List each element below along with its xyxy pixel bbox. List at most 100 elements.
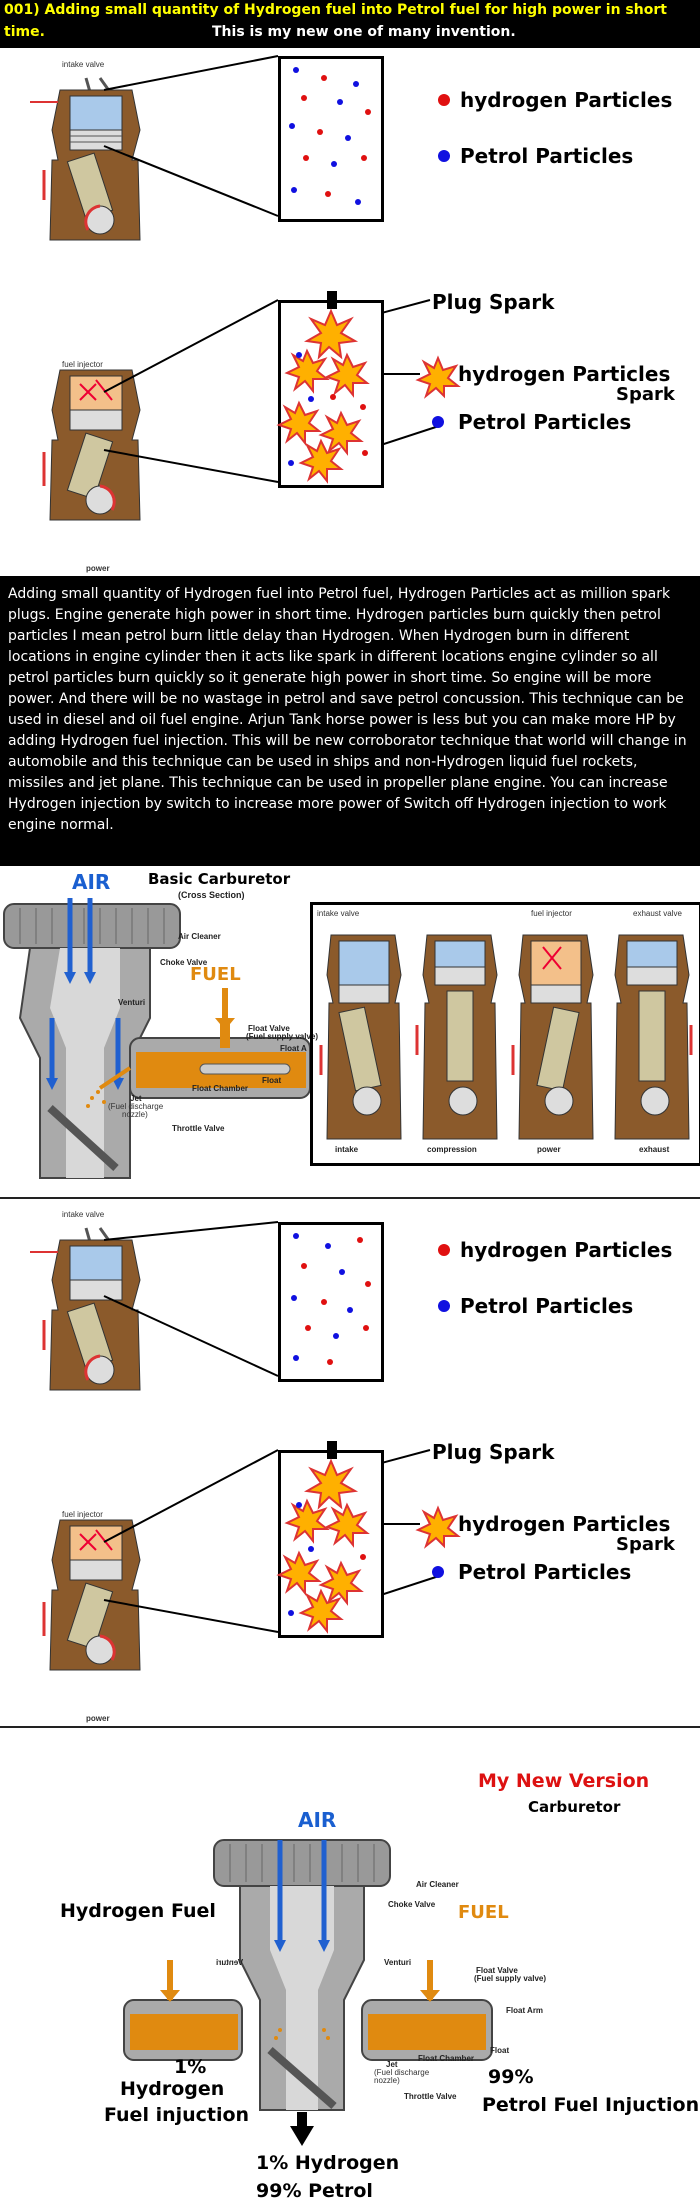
- choke-valve-label: Choke Valve: [160, 958, 208, 967]
- mix-petrol-label: 99% Petrol: [256, 2180, 373, 2202]
- engine-power-icon: [42, 369, 141, 521]
- air-label: AIR: [72, 870, 111, 894]
- nozzle-label: nozzle): [122, 1110, 148, 1119]
- hydrogen-fuel-label: Hydrogen Fuel: [60, 1900, 216, 1922]
- carburetor-subtitle: (Cross Section): [178, 890, 245, 900]
- venturi-label: Venturi: [118, 998, 146, 1007]
- new-carburetor-diagram: [123, 1839, 493, 2146]
- venturi-mirror-label: Venturi: [216, 1958, 244, 1967]
- zoom-lines: [103, 55, 279, 217]
- hydrogen-word: Hydrogen: [120, 2078, 225, 2100]
- carburetor-title: Basic Carburetor: [148, 870, 291, 888]
- spark-zoom-box-2: [276, 1441, 384, 1638]
- fuel-injector-label-2: fuel injector: [62, 1510, 103, 1519]
- spark-label-2: Spark: [616, 1534, 675, 1555]
- divider-2: [0, 1726, 700, 1728]
- divider: [0, 1197, 700, 1199]
- float-arm-label: Float A: [280, 1044, 307, 1053]
- petrol-dot-2: [432, 1566, 444, 1578]
- particle-zoom-box: [278, 56, 384, 222]
- intake-valve-label: intake valve: [62, 60, 105, 69]
- basic-carburetor-diagram: [3, 898, 311, 1179]
- venturi-label-2: Venturi: [384, 1958, 412, 1967]
- four-stroke-diagram: [319, 934, 693, 1140]
- float-label: Float: [262, 1076, 282, 1085]
- petrol-legend-label: Petrol Particles: [460, 144, 634, 168]
- spark-zoom-box: [276, 291, 384, 488]
- intake-valve-label-2: intake valve: [62, 1210, 105, 1219]
- float-arm-label-2: Float Arm: [506, 2006, 544, 2015]
- new-version-subtitle: Carburetor: [528, 1798, 621, 1816]
- panel-intake-diagram: intake valve hydrogen Particles Petrol P…: [0, 50, 700, 260]
- hydrogen-injection-label: Fuel injuction: [104, 2104, 250, 2126]
- choke-valve-label-2: Choke Valve: [388, 1900, 436, 1909]
- petrol-legend-dot: [438, 150, 450, 162]
- description-text: Adding small quantity of Hydrogen fuel i…: [8, 586, 687, 833]
- air-cleaner-label-2: Air Cleaner: [416, 1880, 459, 1889]
- hydrogen-legend-label: hydrogen Particles: [460, 88, 673, 112]
- panel-spark-diagram-2: fuel injector power Plug Spark hydrogen …: [0, 1430, 700, 1723]
- fuel-label: FUEL: [190, 964, 241, 985]
- petrol-particles-label-2: Petrol Particles: [458, 1560, 632, 1584]
- petrol-legend-dot-2: [438, 1300, 450, 1312]
- spark-label: Spark: [616, 384, 675, 405]
- jet-label-2: Jet: [386, 2060, 398, 2069]
- stroke-label-intake: intake: [335, 1145, 359, 1154]
- float-valve-label-2: Float Valve: [476, 1966, 518, 1975]
- fuel-supply-valve-label-2: (Fuel supply valve): [474, 1974, 547, 1983]
- spark-plug-icon-2: [327, 1441, 337, 1459]
- hydrogen-legend-dot: [438, 94, 450, 106]
- fuel-discharge-label: (Fuel discharge: [108, 1102, 164, 1111]
- petrol-dot: [432, 416, 444, 428]
- petrol-particles-label: Petrol Particles: [458, 410, 632, 434]
- throttle-valve-label-2: Throttle Valve: [404, 2092, 457, 2101]
- title-banner: 001) Adding small quantity of Hydrogen f…: [0, 0, 700, 48]
- title-tagline: This is my new one of many invention.: [212, 24, 516, 40]
- stroke-label-compression: compression: [427, 1145, 477, 1154]
- title-line-1: 001) Adding small quantity of Hydrogen f…: [4, 2, 667, 18]
- throttle-valve-label: Throttle Valve: [172, 1124, 225, 1133]
- mix-hydrogen-label: 1% Hydrogen: [256, 2152, 400, 2174]
- petrol-percent: 99%: [488, 2066, 534, 2088]
- spark-particles: [276, 308, 370, 484]
- hydrogen-legend-label-2: hydrogen Particles: [460, 1238, 673, 1262]
- panel-new-carburetor: My New Version Carburetor AIR Hydrogen F…: [0, 1730, 700, 2211]
- four-stroke-box: intake valve fuel injector exhaust valve…: [310, 902, 700, 1166]
- description-block: Adding small quantity of Hydrogen fuel i…: [0, 576, 700, 866]
- plug-spark-label: Plug Spark: [432, 290, 555, 314]
- stroke-label-exhaust: exhaust: [639, 1145, 670, 1154]
- engine-intake-icon-2: [30, 1227, 141, 1391]
- stroke-fuel-injector-label: fuel injector: [531, 909, 572, 918]
- panel-intake-diagram-2: intake valve hydrogen Particles Petrol P…: [0, 1200, 700, 1410]
- petrol-injection-label: Petrol Fuel Injuction: [482, 2094, 700, 2116]
- stroke-label-power: power: [537, 1145, 561, 1154]
- spark-star-icon-2: [415, 1505, 461, 1549]
- stroke-intake-valve-label: intake valve: [317, 909, 360, 918]
- float-chamber-label-2: Float Chamber: [418, 2054, 475, 2063]
- engine-intake-icon: [30, 77, 141, 241]
- fuel-supply-valve-label: (Fuel supply valve): [246, 1032, 319, 1041]
- panel-basic-carburetor: AIR Basic Carburetor (Cross Section) FUE…: [0, 868, 700, 1190]
- float-chamber-label: Float Chamber: [192, 1084, 249, 1093]
- hydrogen-particles-label: hydrogen Particles: [458, 362, 671, 386]
- stroke-exhaust-valve-label: exhaust valve: [633, 909, 682, 918]
- spark-star-icon: [415, 355, 461, 399]
- plug-spark-label-2: Plug Spark: [432, 1440, 555, 1464]
- title-line-2: time.: [4, 24, 45, 40]
- spark-particles-2: [276, 1458, 370, 1634]
- air-cleaner-label: Air Cleaner: [178, 932, 221, 941]
- particle-zoom-box-2: [278, 1222, 384, 1382]
- hydrogen-particles-label-2: hydrogen Particles: [458, 1512, 671, 1536]
- power-label-2: power: [86, 1714, 110, 1723]
- zoom-lines-3: [103, 1221, 279, 1377]
- nozzle-label-2: nozzle): [374, 2076, 400, 2085]
- float-valve-label: Float Valve: [248, 1024, 290, 1033]
- panel-spark-diagram: fuel injector power Plug Spark hydrogen …: [0, 280, 700, 573]
- float-label-2: Float: [490, 2046, 510, 2055]
- fuel-label-2: FUEL: [458, 1902, 509, 1923]
- power-label: power: [86, 564, 110, 573]
- engine-power-icon-2: [42, 1519, 141, 1671]
- air-label-2: AIR: [298, 1808, 337, 1832]
- hydrogen-percent: 1%: [174, 2056, 207, 2078]
- fuel-injector-label: fuel injector: [62, 360, 103, 369]
